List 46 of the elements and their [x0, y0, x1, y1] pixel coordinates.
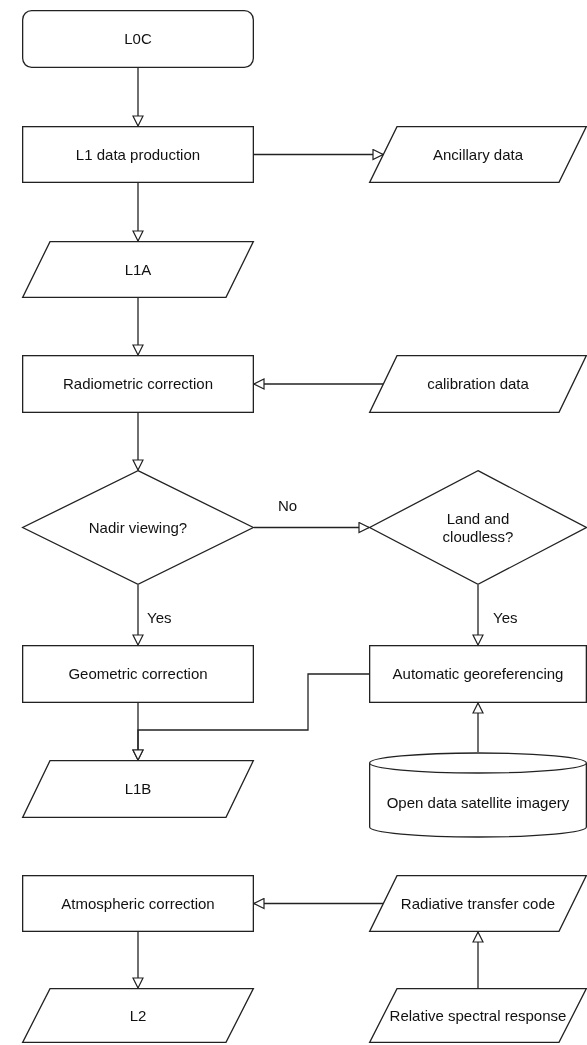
data-parallelogram: [22, 988, 254, 1043]
data-parallelogram: [369, 355, 587, 413]
process-box: [369, 645, 587, 703]
node-label: Ancillary data: [432, 145, 523, 164]
data-parallelogram: [22, 241, 254, 298]
node-label: L1B: [124, 780, 152, 798]
node-label: Nadir viewing?: [88, 518, 188, 537]
arrow: [253, 378, 384, 390]
arrow: [132, 584, 144, 646]
terminal-box: [22, 10, 254, 68]
process-box: [22, 355, 254, 413]
node-label: L1A: [124, 260, 152, 279]
data-parallelogram: [369, 988, 587, 1043]
arrow: [472, 931, 484, 989]
arrow: [253, 148, 384, 161]
data-parallelogram: [369, 126, 587, 183]
arrow: [472, 584, 484, 646]
node-label: Atmospheric correction: [61, 894, 215, 913]
arrow: [132, 67, 144, 127]
process-box: [22, 645, 254, 703]
arrow: [132, 931, 144, 989]
arrow: [253, 897, 384, 910]
data-parallelogram: [369, 875, 587, 932]
arrow: [132, 297, 144, 356]
node-label: Radiometric correction: [62, 375, 214, 393]
node-label: calibration data: [427, 375, 529, 393]
data-parallelogram: [22, 760, 254, 818]
arrow: [132, 182, 144, 242]
process-box: [22, 126, 254, 183]
arrow: [472, 702, 484, 753]
node-label: Relative spectral response: [389, 1006, 567, 1025]
database-cylinder: [369, 752, 587, 838]
node-label: Radiative transfer code: [400, 894, 556, 913]
node-label: Land and cloudless?: [441, 509, 515, 546]
node-label: L0C: [124, 30, 152, 48]
process-box: [22, 875, 254, 932]
arrow: [132, 673, 370, 761]
arrow: [132, 412, 144, 471]
node-label: Open data satellite imagery: [386, 794, 570, 812]
node-label: L2: [129, 1006, 147, 1025]
node-label: Geometric correction: [68, 665, 208, 683]
node-label: Automatic georeferencing: [392, 665, 564, 683]
decision-diamond: [369, 470, 587, 585]
node-label: L1 data production: [75, 145, 201, 164]
arrow: [253, 521, 370, 534]
decision-diamond: [22, 470, 254, 585]
